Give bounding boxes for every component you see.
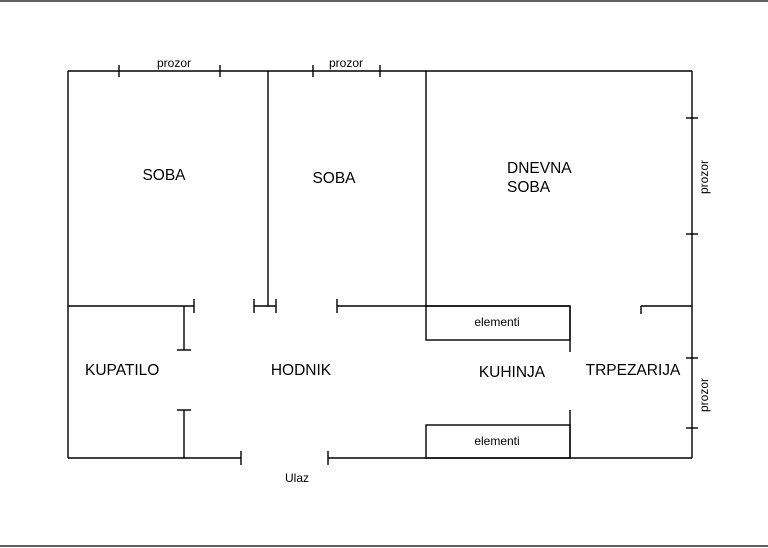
entrance-label: Ulaz (285, 471, 309, 485)
window-label: prozor (697, 160, 711, 194)
window-label: prozor (329, 56, 363, 70)
room-label-kuhinja: KUHINJA (479, 364, 546, 381)
room-label-trpezarija: TRPEZARIJA (586, 362, 681, 379)
counter-label-upper: elementi (474, 315, 519, 329)
room-label-soba-middle: SOBA (312, 170, 356, 187)
room-label-hodnik: HODNIK (271, 362, 332, 379)
room-label-dnevna: DNEVNA (507, 160, 572, 177)
window-label: prozor (697, 378, 711, 412)
window-markers (118, 65, 698, 429)
kitchen-counter-upper (425, 305, 571, 341)
counter-label-lower: elementi (474, 434, 519, 448)
outer-walls (67, 70, 693, 459)
room-label-dnevna-soba: SOBA (507, 179, 551, 196)
kitchen-counter-lower (425, 424, 571, 459)
interior-walls (68, 71, 692, 465)
room-label-soba-left: SOBA (142, 167, 186, 184)
room-label-kupatilo: KUPATILO (85, 362, 159, 379)
window-label: prozor (157, 56, 191, 70)
